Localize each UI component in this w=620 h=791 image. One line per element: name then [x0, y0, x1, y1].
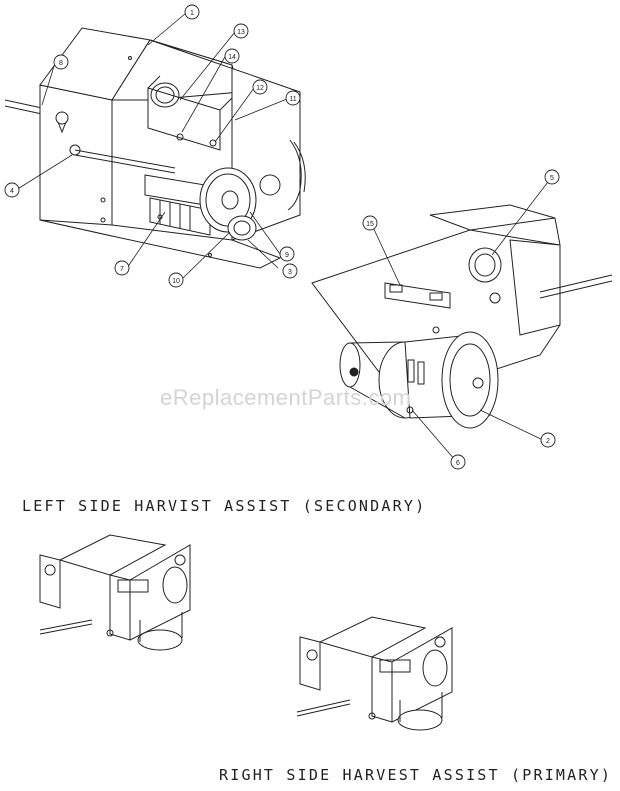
callout-12: 12 [256, 85, 264, 92]
watermark: eReplacementParts.com [160, 385, 412, 410]
callout-8: 8 [59, 60, 63, 67]
callout-labels: 1 13 14 12 11 8 4 7 10 9 3 5 15 2 6 [10, 10, 554, 467]
callout-3: 3 [288, 269, 292, 276]
callout-bubbles [4, 4, 560, 470]
callout-4: 4 [10, 188, 14, 195]
callout-2: 2 [546, 438, 550, 445]
callout-10: 10 [172, 278, 180, 285]
left-assembly-bracket [4, 27, 306, 269]
callout-6: 6 [456, 460, 460, 467]
callout-7: 7 [120, 266, 124, 273]
leader-lines [15, 12, 552, 461]
callout-13: 13 [237, 29, 245, 36]
callout-9: 9 [285, 252, 289, 259]
callout-15: 15 [366, 221, 374, 228]
callout-1: 1 [190, 10, 194, 17]
right-assembly-bracket [311, 204, 613, 429]
callout-14: 14 [228, 54, 236, 61]
right-assembly-caption: RIGHT SIDE HARVEST ASSIST (PRIMARY) [219, 766, 613, 784]
left-assembly-caption: LEFT SIDE HARVIST ASSIST (SECONDARY) [22, 497, 427, 515]
callout-11: 11 [289, 96, 296, 103]
callout-5: 5 [550, 175, 554, 182]
right-side-assembly-thumbnail [296, 616, 453, 731]
left-side-assembly-thumbnail [39, 534, 191, 651]
